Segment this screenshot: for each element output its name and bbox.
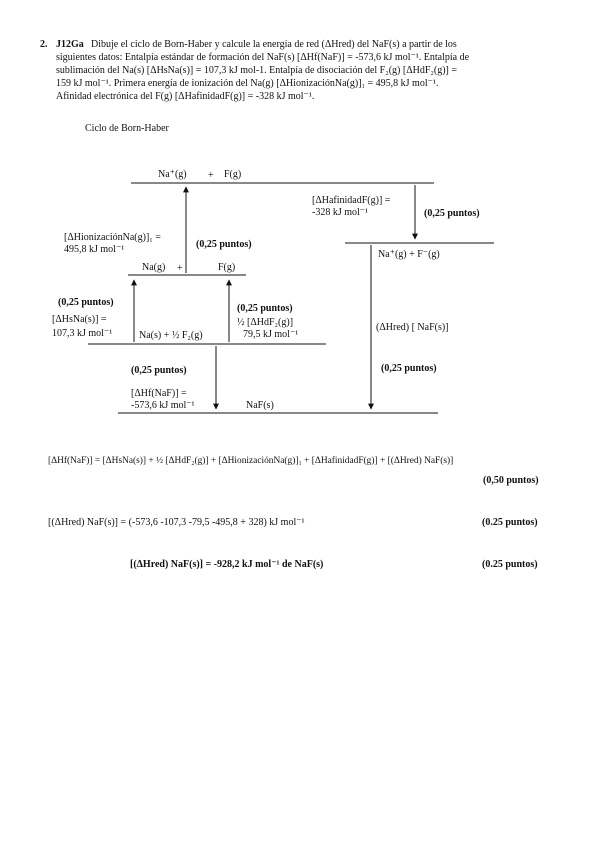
problem-line-1: Dibuje el ciclo de Born-Haber y calcule … [91, 39, 457, 50]
top-f-atom: F(g) [224, 169, 242, 180]
mid-na-gas: Na(g) [142, 262, 166, 273]
diagram-title: Ciclo de Born-Haber [85, 123, 169, 134]
points-dissociation: (0,25 puntos) [237, 303, 293, 314]
problem-line-4: 159 kJ mol⁻¹. Primera energía de ionizac… [56, 78, 439, 89]
ionization-value: 495,8 kJ mol⁻¹ [64, 244, 125, 255]
affinity-label: [ΔHafinidadF(g)] = [312, 195, 391, 206]
points-formation: (0,25 puntos) [131, 365, 187, 376]
dissociation-value: 79,5 kJ mol⁻¹ [243, 329, 299, 340]
problem-line-2: siguientes datos: Entalpía estándar de f… [56, 52, 470, 63]
points-affinity: (0,25 puntos) [424, 208, 480, 219]
problem-number: 2. [40, 39, 48, 50]
problem-line-5: Afinidad electrónica del F(g) [ΔHafinida… [56, 91, 315, 102]
sublimation-label: [ΔHsNa(s)] = [52, 314, 107, 325]
sublimation-value: 107,3 kJ mol⁻¹ [52, 328, 113, 339]
result: [(ΔHred) NaF(s)] = -928,2 kJ mol⁻¹ de Na… [130, 559, 324, 570]
top-plus: + [208, 170, 214, 181]
lattice-energy-label: (ΔHred) [ NaF(s)] [376, 322, 449, 333]
ionization-label: [ΔHionizaciónNa(g)]₁ = [64, 232, 161, 243]
points-calculation: (0.25 puntos) [482, 517, 538, 528]
points-ionization: (0,25 puntos) [196, 239, 252, 250]
points-equation: (0,50 puntos) [483, 475, 539, 486]
calculation: [(ΔHred) NaF(s)] = (-573,6 -107,3 -79,5 … [48, 517, 305, 528]
points-sublimation: (0,25 puntos) [58, 297, 114, 308]
formation-value: -573,6 kJ mol⁻¹ [131, 400, 195, 411]
points-result: (0.25 puntos) [482, 559, 538, 570]
formation-label: [ΔHf(NaF)] = [131, 388, 187, 399]
affinity-value: -328 kJ mol⁻¹ [312, 207, 369, 218]
ions-label: Na⁺(g) + F⁻(g) [378, 249, 440, 260]
hess-equation: [ΔHf(NaF)] = [ΔHsNa(s)] + ½ [ΔHdF₂(g)] +… [48, 456, 454, 466]
points-lattice: (0,25 puntos) [381, 363, 437, 374]
problem-line-3: sublimación del Na(s) [ΔHsNa(s)] = 107,3… [56, 65, 458, 76]
naf-label: NaF(s) [246, 400, 274, 411]
mid-f-gas: F(g) [218, 262, 236, 273]
mid-plus: + [177, 263, 183, 274]
problem-code: J12Ga [56, 39, 84, 50]
reactants-label: Na(s) + ½ F₂(g) [139, 330, 203, 341]
top-na-ion: Na⁺(g) [158, 169, 187, 180]
dissociation-label: ½ [ΔHdF₂(g)] [237, 317, 294, 328]
